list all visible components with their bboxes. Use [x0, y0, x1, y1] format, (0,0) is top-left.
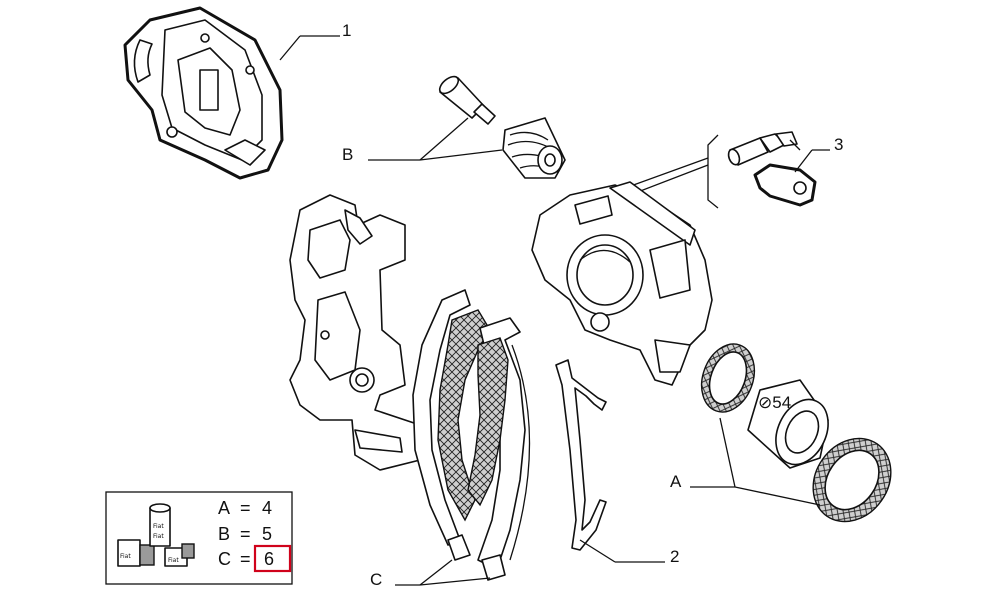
caliper-body-part	[531, 181, 713, 386]
box-label: Fiat	[153, 533, 164, 540]
kit-legend: Fiat Fiat Fiat Fiat A = 4 B = 5 C = 6	[105, 491, 293, 585]
box-label: Fiat	[168, 557, 179, 564]
brake-pad-inner-part	[467, 317, 526, 581]
callout-a: A	[670, 472, 682, 491]
callout-b: B	[342, 145, 353, 164]
caliper-carrier-part	[289, 194, 421, 471]
legend-row-b-letter: B	[218, 524, 230, 544]
bleed-screw-part	[727, 131, 798, 166]
box-label: Fiat	[153, 523, 164, 530]
legend-row-a-value: 4	[262, 498, 272, 518]
piston-seal-part	[700, 343, 756, 413]
legend-row-a-eq: =	[240, 498, 251, 518]
guide-pin-part	[438, 75, 496, 125]
bleed-cap-part	[753, 163, 817, 207]
guide-boot-part	[502, 117, 566, 179]
box-label: Fiat	[120, 553, 131, 560]
legend-row-b-eq: =	[240, 524, 251, 544]
callout-1: 1	[342, 21, 351, 40]
callout-3: 3	[834, 135, 843, 154]
legend-highlight-box	[253, 544, 292, 573]
legend-row-c-value: 6	[264, 549, 274, 569]
callout-c: C	[370, 570, 382, 589]
piston-part: ⊘54	[747, 379, 829, 469]
callout-2: 2	[670, 547, 679, 566]
caliper-housing-part	[123, 6, 284, 180]
kit-boxes-illustration: Fiat Fiat Fiat Fiat	[117, 503, 195, 567]
legend-row-b-value: 5	[262, 524, 272, 544]
legend-row-a-letter: A	[218, 498, 230, 518]
legend-row-c-letter: C	[218, 549, 231, 569]
legend-row-c-eq: =	[240, 549, 251, 569]
pad-spring-part	[555, 359, 607, 551]
piston-diameter-label: ⊘54	[758, 393, 791, 412]
piston-dust-boot-part	[812, 437, 892, 523]
